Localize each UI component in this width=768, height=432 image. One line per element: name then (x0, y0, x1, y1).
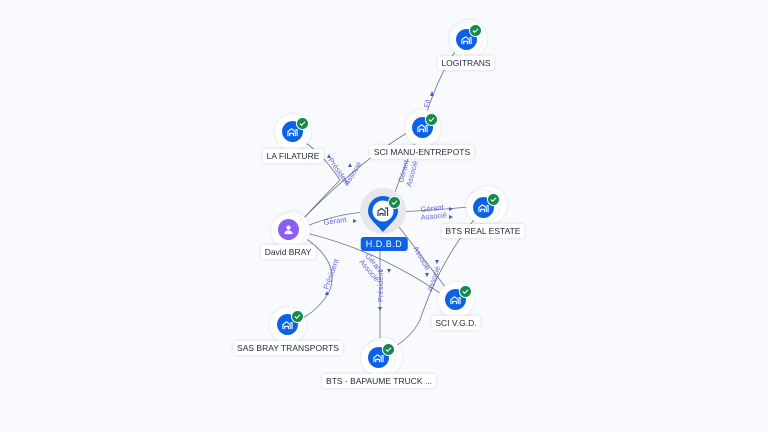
arrow-marker (325, 291, 329, 295)
arrow-marker (378, 307, 382, 311)
arrow-marker (430, 91, 434, 96)
node-label: SAS BRAY TRANSPORTS (233, 341, 343, 355)
node-label: LA FILATURE (262, 149, 324, 163)
center-node-label: H.D.B.D (360, 237, 408, 251)
verified-check-icon (425, 113, 438, 126)
edge-david-sas-bray (295, 235, 333, 323)
arrow-marker (449, 207, 453, 211)
edge-david-sci-vgd (301, 231, 451, 301)
verified-check-icon (459, 285, 472, 298)
arrow-marker (435, 260, 439, 264)
arrow-marker (387, 269, 391, 273)
edge-label: Associé (411, 245, 432, 272)
arrow-marker (449, 215, 453, 219)
node-label: BTS REAL ESTATE (441, 224, 525, 238)
node-label: BTS - BAPAUME TRUCK ... (322, 374, 436, 388)
verified-check-icon (487, 193, 500, 206)
verified-check-icon (296, 117, 309, 130)
edge-david-la-filature (297, 137, 341, 223)
edge-label: Gérant (420, 203, 445, 214)
edge-bts-real-bts-bapaume (387, 214, 479, 351)
node-label: SCI MANU-ENTREPOTS (369, 145, 475, 159)
edge-label: Gérant (323, 215, 348, 227)
node-label: David BRAY (260, 245, 316, 259)
node-label: SCI V.G.D. (431, 316, 481, 330)
verified-check-icon (469, 24, 482, 37)
arrow-marker (425, 273, 429, 277)
arrow-marker (327, 154, 331, 158)
node-label: LOGITRANS (437, 56, 495, 70)
edge-label: Fil (422, 99, 432, 109)
edge-label: Président (321, 257, 341, 291)
arrow-marker (353, 219, 357, 223)
verified-check-icon (388, 196, 401, 209)
verified-check-icon (291, 310, 304, 323)
edge-label: Président (376, 269, 385, 302)
edge-david-sci-manu (299, 129, 413, 223)
arrow-marker (348, 163, 352, 167)
edge-label: Associé (420, 210, 447, 222)
verified-check-icon (382, 343, 395, 356)
person-icon (278, 219, 299, 240)
